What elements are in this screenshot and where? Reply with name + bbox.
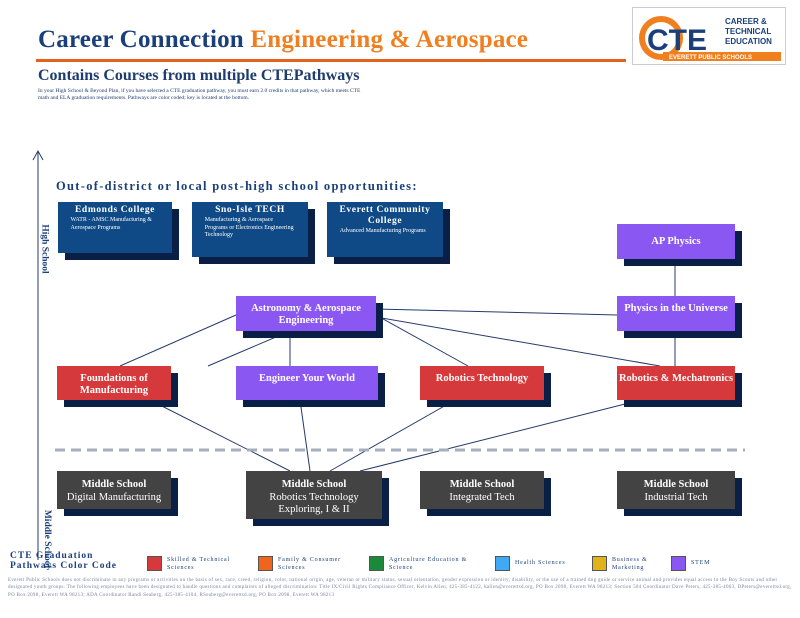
key-swatch <box>147 556 162 571</box>
course-physics-universe: Physics in the Universe <box>617 296 735 331</box>
course-engineer-your-world: Engineer Your World <box>236 366 378 400</box>
svg-text:EDUCATION: EDUCATION <box>725 37 772 46</box>
college-desc: Advanced Manufacturing Programs <box>339 228 426 234</box>
ms-heading: Middle School <box>643 479 709 490</box>
course-ap-physics: AP Physics <box>617 224 735 259</box>
svg-text:EVERETT PUBLIC SCHOOLS: EVERETT PUBLIC SCHOOLS <box>669 55 752 61</box>
ms-course-name: Robotics Technology Exploring, I & II <box>269 491 359 516</box>
key-swatch <box>671 556 686 571</box>
key-item-family-consumer: Family & Consumer Sciences <box>258 555 366 575</box>
axis-label-high-school: High School <box>39 224 50 274</box>
college-name: Everett Community College <box>339 205 431 226</box>
connector-foundations-ms <box>149 399 291 472</box>
connector-astronomy-mechatronics <box>375 316 661 367</box>
course-robotics-technology: Robotics Technology <box>420 366 544 400</box>
college-name: Edmonds College <box>75 205 155 215</box>
page-title: Career Connection Engineering & Aerospac… <box>38 26 528 54</box>
connector-robotics-tech-ms <box>329 399 456 472</box>
college-everett-cc: Everett Community College Advanced Manuf… <box>327 202 443 257</box>
connector-engineer-ms <box>299 399 311 472</box>
title-career-connection: Career Connection <box>38 26 251 53</box>
key-label: Family & Consumer Sciences <box>278 557 341 571</box>
logo-letters: CTE <box>647 24 707 57</box>
key-label: Health Sciences <box>515 560 566 566</box>
subtitle: Contains Courses from multiple CTEPathwa… <box>38 67 360 84</box>
key-item-stem: STEM <box>671 555 731 575</box>
key-label: STEM <box>691 560 711 566</box>
course-robotics-mechatronics: Robotics & Mechatronics <box>617 366 735 400</box>
college-name: Sno-Isle TECH <box>215 205 285 215</box>
svg-text:CAREER &: CAREER & <box>725 17 767 26</box>
key-item-skilled-technical: Skilled & Technical Sciences <box>147 555 255 575</box>
key-swatch <box>369 556 384 571</box>
opportunities-label: Out-of-district or local post-high schoo… <box>56 179 418 193</box>
college-desc: Manufacturing & Aerospace Programs or El… <box>204 217 294 238</box>
key-swatch <box>592 556 607 571</box>
nondiscrimination-statement: Everett Public Schools does not discrimi… <box>8 578 792 598</box>
ms-integrated-tech: Middle School Integrated Tech <box>420 471 544 509</box>
cte-logo-graphic: CTE CAREER & TECHNICAL EDUCATION EVERETT… <box>639 16 781 61</box>
key-swatch <box>258 556 273 571</box>
intro-text: In your High School & Beyond Plan, if yo… <box>38 88 361 101</box>
axis-arrow-icon <box>32 149 44 161</box>
ms-industrial-tech: Middle School Industrial Tech <box>617 471 735 509</box>
ms-heading: Middle School <box>281 479 347 490</box>
key-item-agriculture: Agriculture Education & Science <box>369 555 487 575</box>
color-key-title: CTE Graduation Pathways Color Code <box>10 551 117 571</box>
connector-astronomy-foundations <box>119 314 237 367</box>
connector-astronomy-robotics-tech <box>375 314 469 367</box>
ms-digital-manufacturing: Middle School Digital Manufacturing <box>57 471 171 509</box>
ms-course-name: Industrial Tech <box>644 491 708 503</box>
college-sno-isle: Sno-Isle TECH Manufacturing & Aerospace … <box>192 202 308 257</box>
title-pathway-name: Engineering & Aerospace <box>250 26 529 53</box>
ms-course-name: Digital Manufacturing <box>66 491 162 503</box>
key-swatch <box>495 556 510 571</box>
ms-robotics-technology: Middle School Robotics Technology Explor… <box>246 471 382 519</box>
title-underline <box>36 59 626 62</box>
key-label: Business & Marketing <box>612 557 648 571</box>
svg-text:TECHNICAL: TECHNICAL <box>725 27 771 36</box>
key-item-health-sciences: Health Sciences <box>495 555 590 575</box>
ms-course-name: Integrated Tech <box>449 491 515 503</box>
college-desc: WATR - AMSC Manufacturing & Aerospace Pr… <box>70 217 152 231</box>
key-label: Skilled & Technical Sciences <box>167 557 230 571</box>
ms-heading: Middle School <box>81 479 147 490</box>
course-astronomy-aerospace: Astronomy & Aerospace Engineering <box>236 296 376 331</box>
connector-mechatronics-ms <box>359 403 626 472</box>
college-edmonds: Edmonds College WATR - AMSC Manufacturin… <box>58 202 172 253</box>
cte-logo: CTE CAREER & TECHNICAL EDUCATION EVERETT… <box>632 7 786 65</box>
key-label: Agriculture Education & Science <box>389 557 468 571</box>
ms-heading: Middle School <box>449 479 515 490</box>
connector-astronomy-foundations-2 <box>207 330 291 367</box>
connector-astronomy-physics <box>375 308 618 316</box>
key-item-business-marketing: Business & Marketing <box>592 555 667 575</box>
course-foundations-manufacturing: Foundations of Manufacturing <box>57 366 171 400</box>
